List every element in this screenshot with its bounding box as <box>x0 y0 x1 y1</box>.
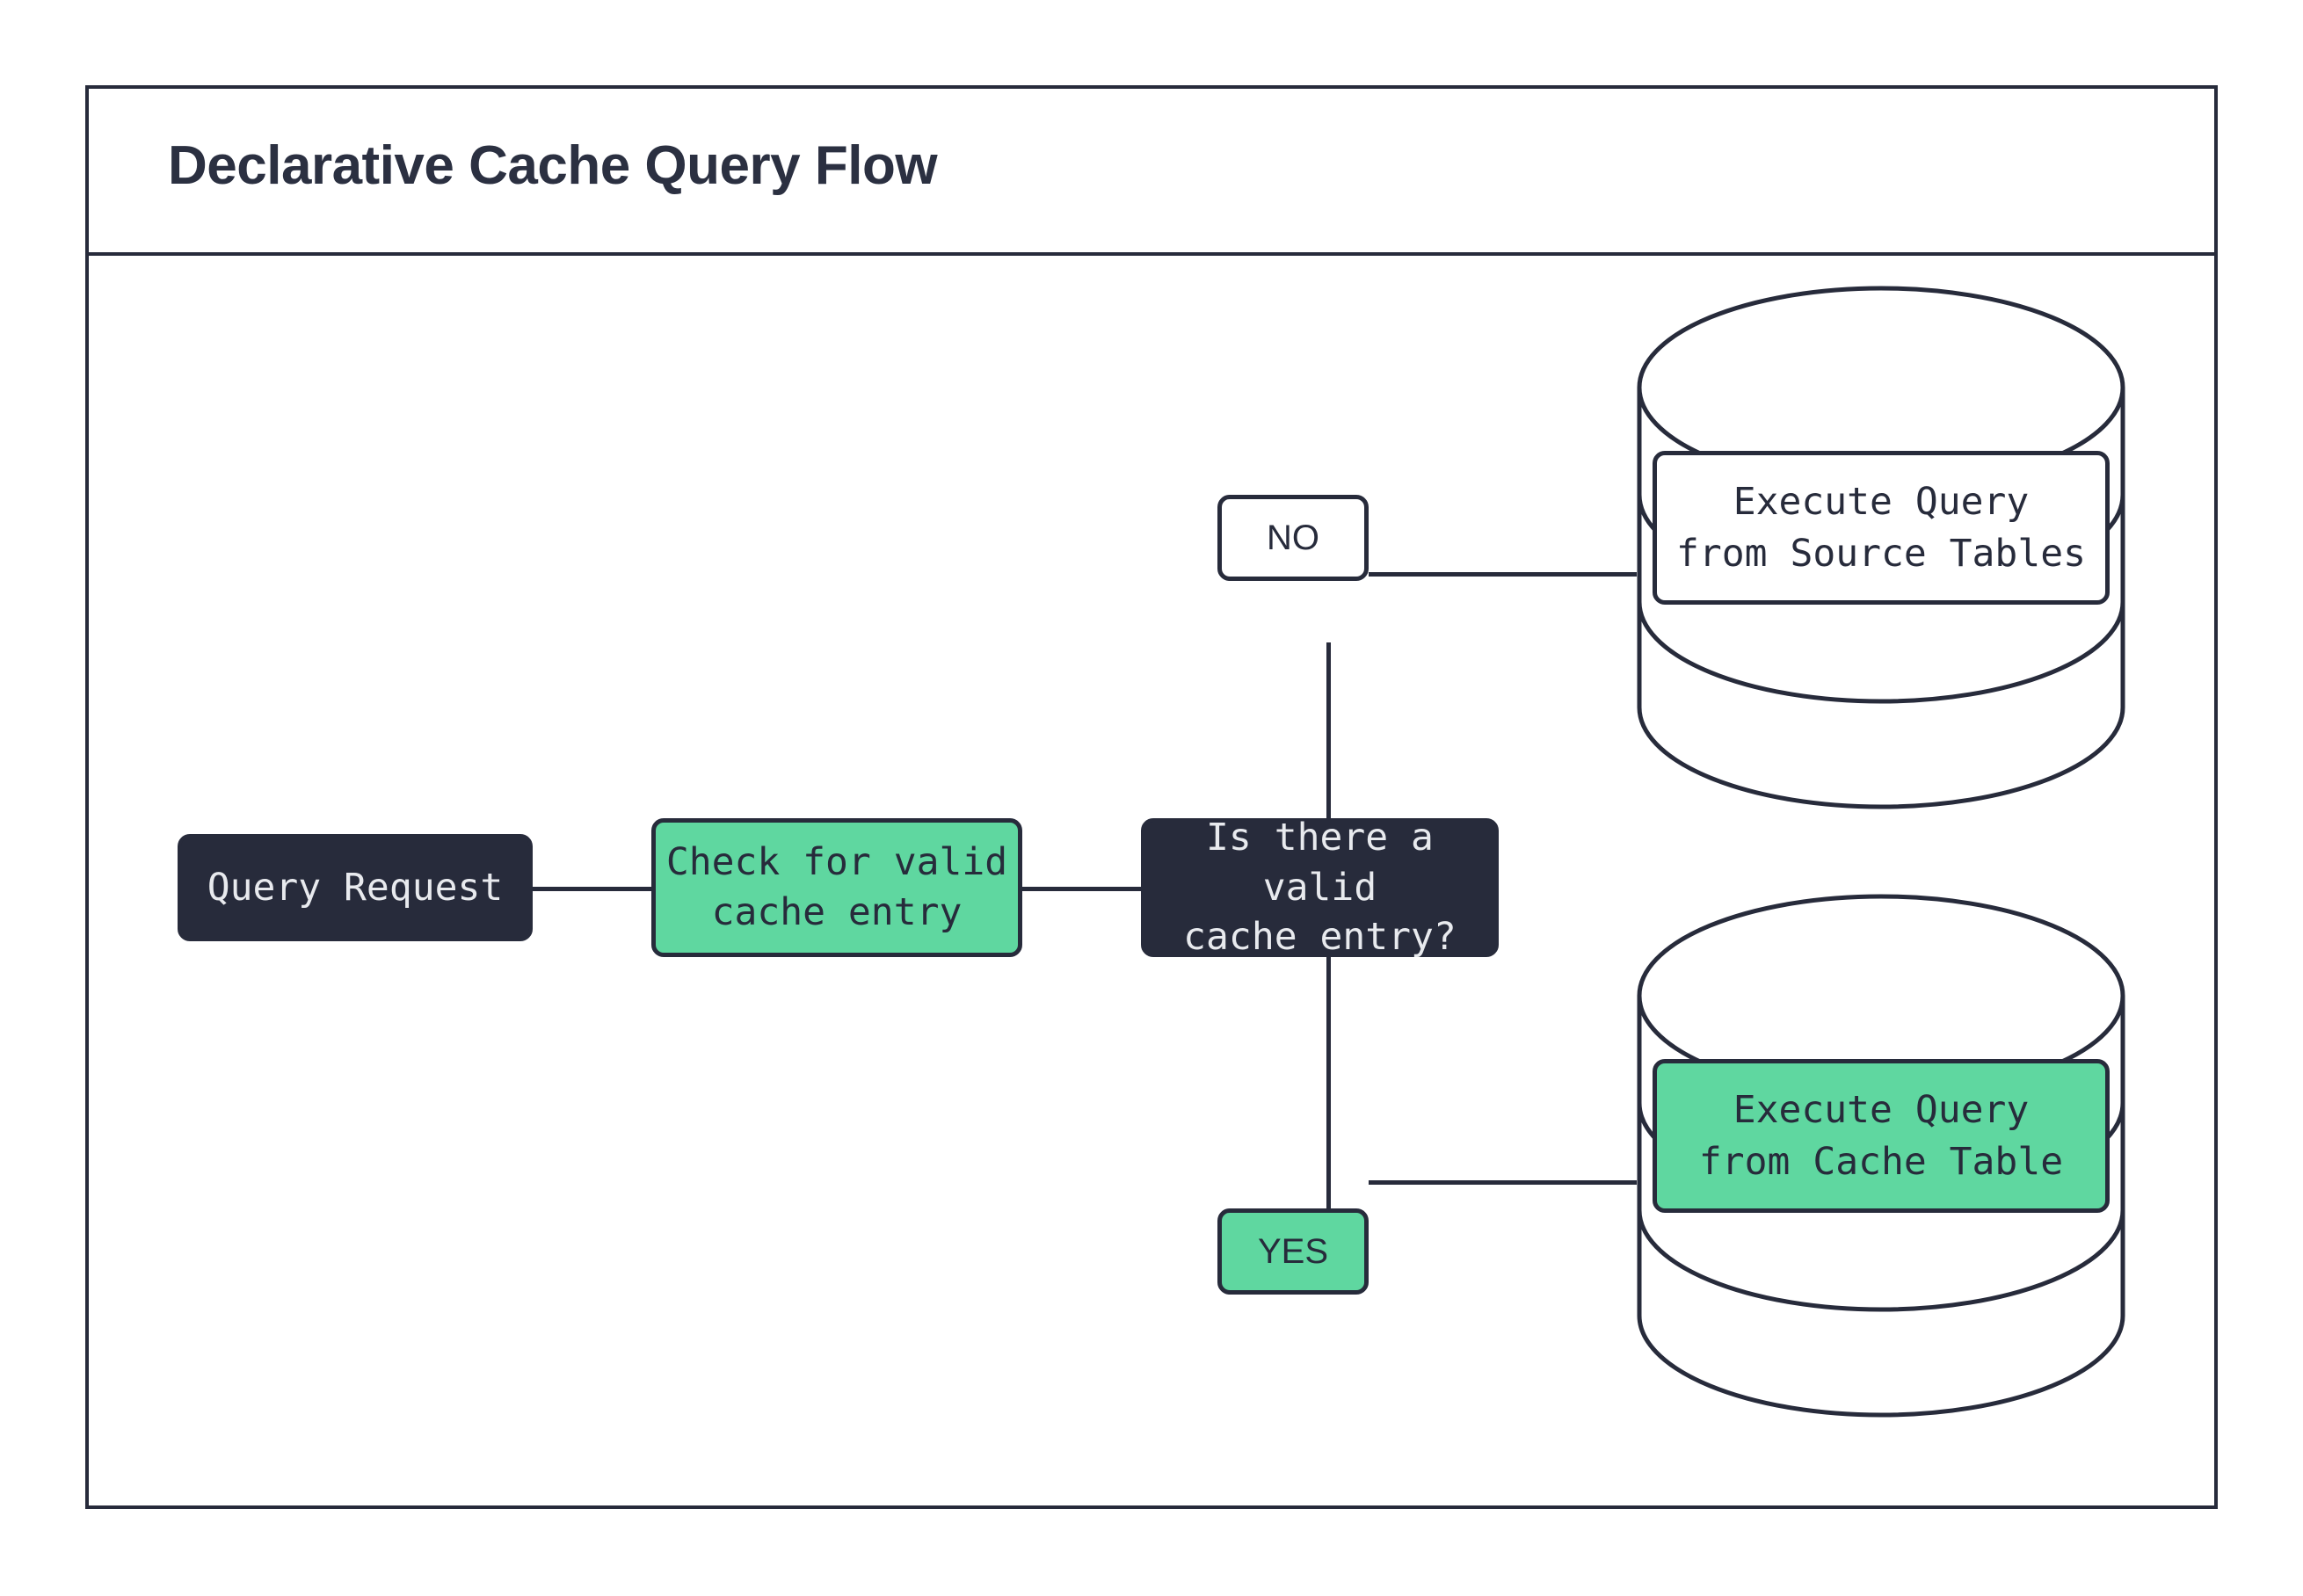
database-cache-table-label[interactable]: Execute Query from Cache Table <box>1653 1059 2110 1213</box>
database-cache-table[interactable]: Execute Query from Cache Table <box>1635 892 2127 1419</box>
page-title: Declarative Cache Query Flow <box>168 135 938 196</box>
connector-decision-to-yes <box>1326 941 1331 1210</box>
node-query-request[interactable]: Query Request <box>178 834 533 941</box>
database-source-tables[interactable]: Execute Query from Source Tables <box>1635 284 2127 811</box>
diagram-frame: Declarative Cache Query Flow Query Reque… <box>85 85 2218 1509</box>
flow-canvas: Query Request Check for valid cache entr… <box>89 256 2214 1509</box>
connector-yes-to-cache-db <box>1369 1180 1637 1185</box>
connector-no-to-source-db <box>1369 572 1637 577</box>
node-check-cache-label: Check for valid cache entry <box>665 840 1008 934</box>
database-source-tables-label[interactable]: Execute Query from Source Tables <box>1653 451 2110 605</box>
database-cache-table-label-text: Execute Query from Cache Table <box>1698 1088 2064 1184</box>
branch-label-yes[interactable]: YES <box>1217 1208 1369 1295</box>
branch-label-no-text: NO <box>1267 518 1319 557</box>
connector-check-to-decision <box>1022 887 1141 891</box>
diagram-title-bar: Declarative Cache Query Flow <box>89 89 2214 256</box>
connector-request-to-check <box>533 887 651 891</box>
branch-label-no[interactable]: NO <box>1217 495 1369 581</box>
branch-label-yes-text: YES <box>1257 1231 1329 1271</box>
node-query-request-label: Query Request <box>207 865 504 910</box>
node-check-cache[interactable]: Check for valid cache entry <box>651 818 1022 957</box>
node-decision-valid-cache[interactable]: Is there a valid cache entry? <box>1141 816 1499 959</box>
database-source-tables-label-text: Execute Query from Source Tables <box>1676 480 2086 576</box>
node-decision-valid-cache-label: Is there a valid cache entry? <box>1183 815 1457 960</box>
connector-decision-to-no <box>1326 642 1331 832</box>
